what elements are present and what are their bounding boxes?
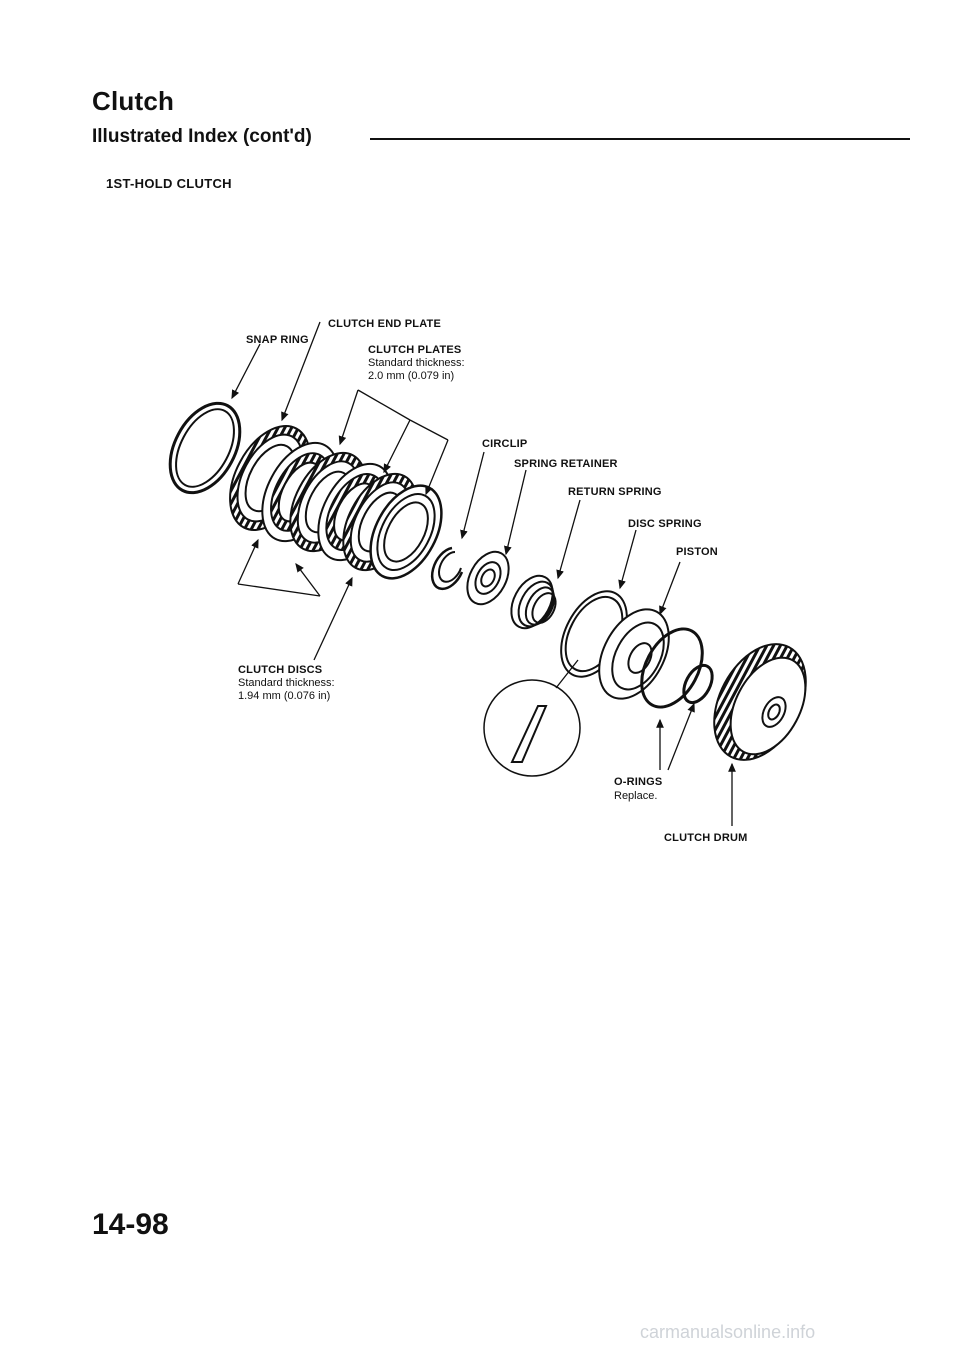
label-return-spring: RETURN SPRING [568,486,662,498]
return-spring-part [510,574,557,630]
watermark-text: carmanualsonline.info [640,1322,816,1342]
label-clutch-drum: CLUTCH DRUM [664,832,748,844]
title-rule [370,138,910,140]
spring-retainer-part [466,550,510,606]
clutch-plates-note-1: Standard thickness: [368,357,465,369]
label-piston: PISTON [676,546,718,558]
page-title: Clutch [92,86,175,116]
label-spring-retainer: SPRING RETAINER [514,458,618,470]
label-o-rings: O-RINGS [614,776,663,788]
piston-part [598,608,670,700]
clutch-plates-note-2: 2.0 mm (0.079 in) [368,370,455,382]
clutch-discs-note-1: Standard thickness: [238,677,335,689]
circlip-part [430,546,464,591]
o-rings-note: Replace. [614,790,658,802]
label-disc-spring: DISC SPRING [628,518,702,530]
label-clutch-discs: CLUTCH DISCS [238,664,323,676]
o-ring-detail [483,679,581,777]
label-snap-ring: SNAP RING [246,334,309,346]
label-clutch-end-plate: CLUTCH END PLATE [328,318,441,330]
label-clutch-plates: CLUTCH PLATES [368,344,462,356]
clutch-drum-part [713,643,807,761]
snap-ring-part [168,401,242,495]
label-circlip: CIRCLIP [482,438,528,450]
section-subtitle: Illustrated Index (cont'd) [92,126,312,147]
clutch-pack [229,425,443,580]
o-rings-part [640,627,714,709]
diagram-heading: 1ST-HOLD CLUTCH [106,176,232,191]
page-number: 14-98 [92,1208,169,1241]
clutch-discs-note-2: 1.94 mm (0.076 in) [238,690,331,702]
